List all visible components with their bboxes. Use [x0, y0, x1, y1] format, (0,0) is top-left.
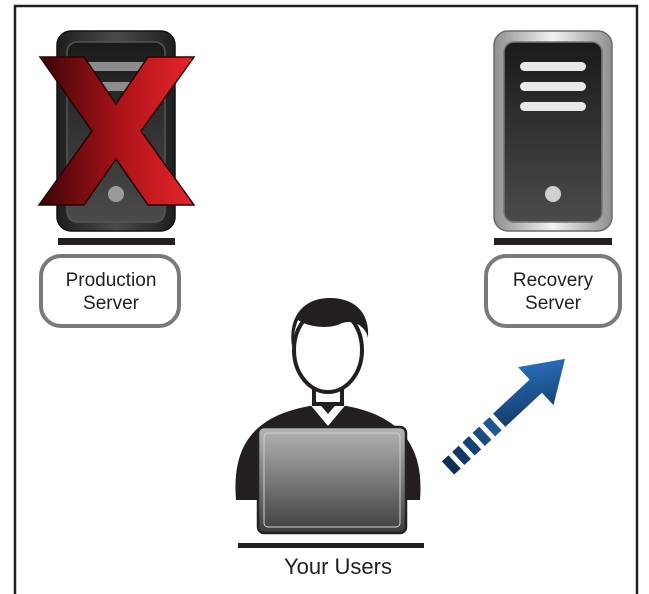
recovery-label-line2: Server: [525, 293, 582, 314]
laptop-icon: [238, 425, 424, 548]
recovery-server-label: Recovery Server: [484, 254, 622, 328]
arrow-up-right-icon: [441, 358, 566, 475]
production-label-line2: Server: [83, 293, 140, 314]
users-label: Your Users: [284, 554, 392, 579]
production-label-line1: Production: [66, 270, 157, 291]
recovery-label-line1: Recovery: [513, 270, 594, 291]
x-mark-icon: [37, 56, 196, 206]
production-server-label: Production Server: [39, 254, 181, 328]
recovery-server-icon: [493, 30, 613, 245]
